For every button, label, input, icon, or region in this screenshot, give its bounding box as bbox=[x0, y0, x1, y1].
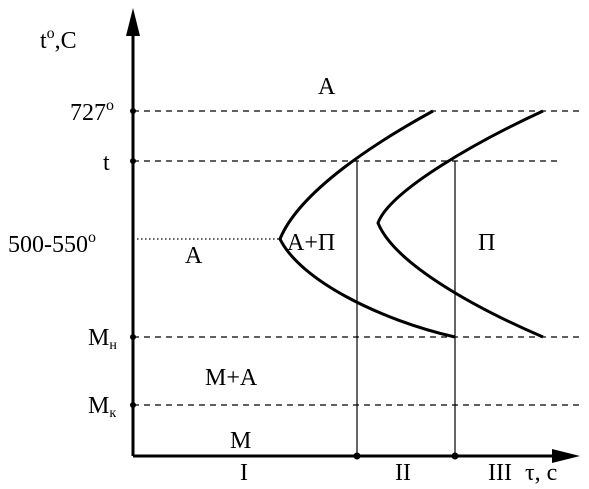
level-label-mn: Мн bbox=[88, 325, 117, 353]
y-axis-arrow-icon bbox=[126, 8, 140, 36]
region-austenite-pearlite: А+П bbox=[287, 230, 335, 256]
tick-point-x-start bbox=[353, 452, 361, 460]
tick-point-727 bbox=[130, 108, 136, 114]
region-martensite-austenite: М+А bbox=[205, 365, 258, 391]
region-pearlite: П bbox=[478, 230, 495, 256]
region-austenite-top: А bbox=[318, 74, 336, 100]
transformation-start-curve bbox=[278, 109, 456, 339]
x-zone-label-3: III bbox=[488, 460, 512, 486]
tick-point-x-end bbox=[451, 452, 459, 460]
x-zone-label-2: II bbox=[395, 460, 411, 486]
region-martensite: М bbox=[230, 428, 251, 454]
level-label-t: t bbox=[103, 150, 110, 176]
x-axis-label: τ, с bbox=[525, 460, 557, 486]
region-austenite-left: А bbox=[185, 243, 203, 269]
tick-point-mk bbox=[130, 402, 136, 408]
level-label-727: 727o bbox=[70, 97, 114, 126]
x-axis-arrow-icon bbox=[552, 449, 580, 463]
transformation-end-curve bbox=[376, 109, 544, 339]
level-label-mk: Мк bbox=[88, 393, 116, 421]
tick-point-mn bbox=[130, 334, 136, 340]
level-label-500-550: 500-550o bbox=[8, 229, 96, 258]
y-axis-label: to,C bbox=[40, 25, 77, 54]
tick-point-t bbox=[130, 158, 136, 164]
x-zone-label-1: I bbox=[240, 460, 248, 486]
